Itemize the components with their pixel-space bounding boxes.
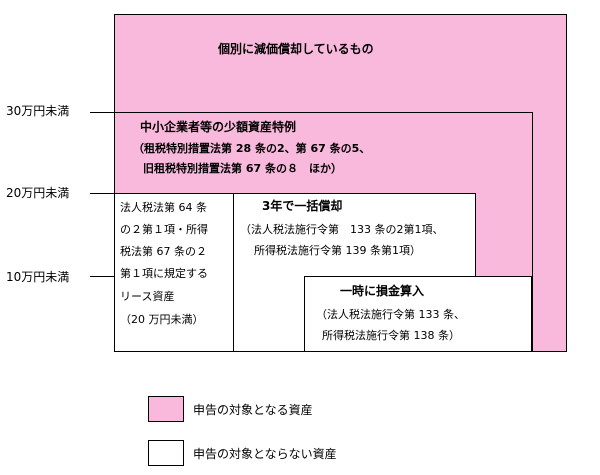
legend-reportable-label: 申告の対象となる資産 [193, 403, 313, 417]
lease-line1: 法人税法第 64 条 [120, 201, 207, 214]
sme-special-line2: 旧租税特別措置法第 67 条の８ ほか） [143, 162, 342, 175]
lease-line6: （20 万円未満） [120, 313, 204, 326]
expense-region [304, 276, 532, 352]
threshold-20-line [90, 193, 114, 194]
lump-sum-line1: （法人税法施行令第 133 条の2第1項、 [240, 223, 444, 236]
lease-asset-region [114, 193, 234, 352]
lease-line3: 税法第 67 条の２ [120, 245, 207, 258]
individual-depreciation-label: 個別に減価償却しているもの [218, 42, 374, 56]
threshold-10-line [90, 276, 114, 277]
legend-reportable-swatch [148, 396, 184, 422]
expense-line1: （法人税法施行令第 133 条、 [316, 308, 465, 321]
expense-title: 一時に損金算入 [340, 284, 425, 298]
expense-line2: 所得税法施行令第 138 条） [322, 329, 460, 342]
legend-not-reportable-label: 申告の対象とならない資産 [193, 447, 337, 461]
sme-special-title: 中小企業者等の少額資産特例 [140, 120, 297, 134]
lump-sum-title: 3年で一括償却 [262, 199, 343, 213]
lease-line2: の２第１項・所得 [120, 223, 208, 236]
threshold-20-label: 20万円未満 [6, 186, 70, 200]
lump-sum-line2: 所得税法施行令第 139 条第1項） [254, 244, 421, 257]
lease-line4: 第１項に規定する [120, 267, 208, 280]
threshold-30-label: 30万円未満 [6, 104, 70, 118]
threshold-30-line [90, 112, 114, 113]
threshold-10-label: 10万円未満 [6, 270, 70, 284]
lease-line5: リース資産 [120, 290, 175, 303]
sme-special-line1: （租税特別措置法第 28 条の2、第 67 条の5、 [133, 142, 371, 155]
legend-not-reportable-swatch [148, 440, 184, 466]
